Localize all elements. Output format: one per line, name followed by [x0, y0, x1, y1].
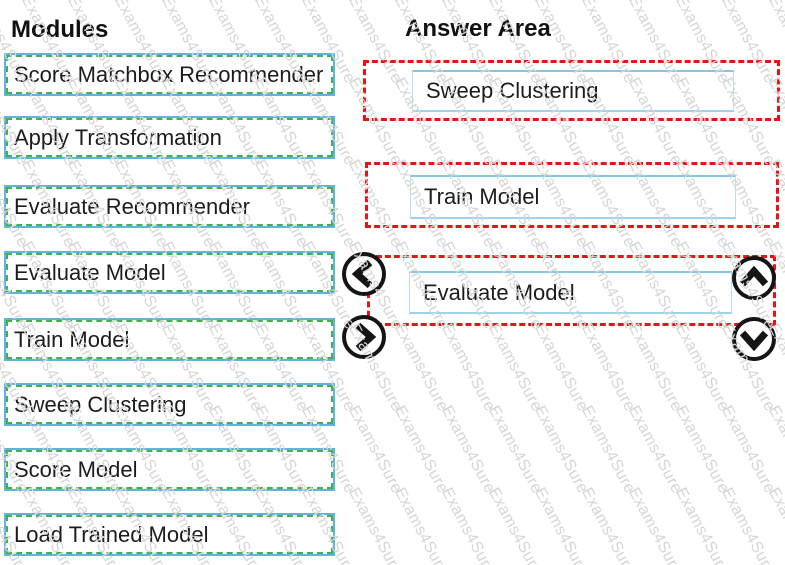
module-item-train-model[interactable]: Train Model	[4, 318, 335, 361]
watermark-text: Exams4Sure	[718, 485, 779, 565]
answer-value-2[interactable]: Train Model	[410, 175, 736, 219]
chevron-left-circle-icon	[342, 252, 386, 296]
move-up-button[interactable]	[731, 255, 777, 301]
watermark-text: Exams4Sure	[437, 485, 499, 565]
watermark-text: Exams4Sure	[624, 485, 686, 565]
watermark-text: Exams4Sure	[578, 485, 639, 565]
watermark-text: Exams4Sure	[671, 321, 732, 415]
watermark-text: Exams4Sure	[764, 403, 785, 497]
module-item-sweep-clustering[interactable]: Sweep Clustering	[4, 383, 335, 426]
watermark-text: Exams4Sure	[578, 403, 639, 497]
module-label: Score Model	[14, 456, 138, 482]
module-label: Sweep Clustering	[14, 391, 187, 417]
module-label: Evaluate Recommender	[14, 193, 251, 219]
module-item-load-trained-model[interactable]: Load Trained Model	[4, 513, 335, 556]
watermark-text: Exams4Sure	[437, 403, 499, 497]
module-item-score-model[interactable]: Score Model	[4, 448, 335, 491]
watermark-text: Exams4Sure	[578, 321, 639, 415]
watermark-text: Exams4Sure	[344, 403, 405, 497]
watermark-text: Exams4Sure	[624, 321, 686, 415]
module-label: Evaluate Model	[14, 259, 166, 285]
module-item-evaluate-model[interactable]: Evaluate Model	[4, 251, 335, 294]
answer-value-label: Train Model	[424, 184, 540, 209]
watermark-text: Exams4Sure	[484, 485, 546, 565]
module-item-apply-transformation[interactable]: Apply Transformation	[4, 116, 335, 159]
answer-area-heading: Answer Area	[405, 15, 551, 42]
watermark-text: Exams4Sure	[531, 321, 592, 415]
module-label: Apply Transformation	[14, 124, 222, 150]
chevron-right-circle-icon	[342, 315, 386, 359]
watermark-text: Exams4Sure	[391, 321, 452, 415]
watermark-text: Exams4Sure	[718, 403, 779, 497]
chevron-down-circle-icon	[732, 317, 776, 361]
watermark-text: Exams4Sure	[437, 321, 499, 415]
answer-slot-2[interactable]	[365, 162, 779, 228]
watermark-text: Exams4Sure	[391, 403, 452, 497]
move-right-button[interactable]	[341, 314, 387, 360]
watermark-text: Exams4Sure	[484, 403, 546, 497]
watermark-text: Exams4Sure	[391, 485, 452, 565]
module-item-score-matchbox-recommender[interactable]: Score Matchbox Recommender	[4, 53, 335, 96]
chevron-up-circle-icon	[732, 256, 776, 300]
module-label: Score Matchbox Recommender	[14, 61, 324, 87]
move-down-button[interactable]	[731, 316, 777, 362]
answer-value-label: Evaluate Model	[423, 279, 575, 305]
move-left-button[interactable]	[341, 251, 387, 297]
watermark-text: Exams4Sure	[671, 485, 732, 565]
modules-heading: Modules	[11, 16, 109, 43]
watermark-text: Exams4Sure	[344, 485, 405, 565]
watermark-text: Exams4Sure	[764, 485, 785, 565]
answer-value-label: Sweep Clustering	[426, 78, 599, 103]
watermark-text: Exams4Sure	[531, 403, 592, 497]
watermark-text: Exams4Sure	[484, 321, 546, 415]
module-item-evaluate-recommender[interactable]: Evaluate Recommender	[4, 185, 335, 228]
watermark-text: Exams4Sure	[624, 403, 686, 497]
answer-value-1[interactable]: Sweep Clustering	[412, 70, 734, 112]
answer-slot-1[interactable]	[363, 60, 780, 121]
module-label: Train Model	[14, 326, 130, 352]
module-label: Load Trained Model	[14, 521, 209, 547]
watermark-text: Exams4Sure	[531, 485, 592, 565]
answer-value-3[interactable]: Evaluate Model	[409, 271, 732, 314]
watermark-text: Exams4Sure	[671, 403, 732, 497]
